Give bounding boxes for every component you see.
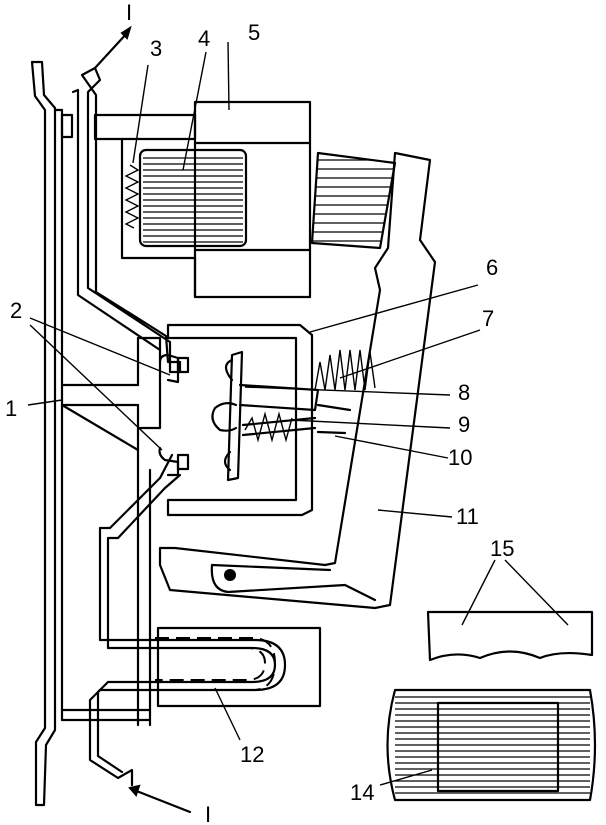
label-10: 10: [448, 445, 472, 470]
label-12: 12: [240, 742, 264, 767]
leader-lines: [27, 41, 569, 786]
fixed-contacts: [98, 336, 242, 650]
label-9: 9: [458, 412, 470, 437]
label-8: 8: [458, 380, 470, 405]
current-arrow-out: [128, 784, 192, 814]
contact-rod: [316, 403, 352, 435]
detail-contact-tip: [426, 610, 594, 662]
label-6: 6: [486, 255, 498, 280]
label-1: 1: [5, 396, 17, 421]
upper-conductor: [71, 66, 182, 374]
label-15: 15: [490, 536, 514, 561]
coil: [138, 148, 248, 248]
label-4: 4: [198, 26, 210, 51]
moving-lever: [158, 151, 437, 610]
label-5: 5: [248, 20, 260, 45]
pressure-spring: [244, 411, 293, 443]
pivot-pin: [224, 569, 236, 581]
detail-laminated-core: [386, 688, 597, 802]
current-label-in: I: [126, 0, 132, 25]
return-spring: [124, 164, 140, 229]
blowout-loop: [88, 626, 322, 787]
contact-frame: [166, 323, 314, 517]
moving-contact: [211, 350, 320, 482]
label-3: 3: [150, 36, 162, 61]
label-7: 7: [482, 306, 494, 331]
current-arrow-in: [93, 25, 132, 70]
armature-shunt: [310, 151, 397, 250]
current-label-out: I: [205, 802, 211, 825]
label-14: 14: [350, 780, 374, 805]
mounting-plate: [30, 60, 74, 807]
label-11: 11: [456, 504, 479, 529]
label-2: 2: [10, 298, 22, 323]
